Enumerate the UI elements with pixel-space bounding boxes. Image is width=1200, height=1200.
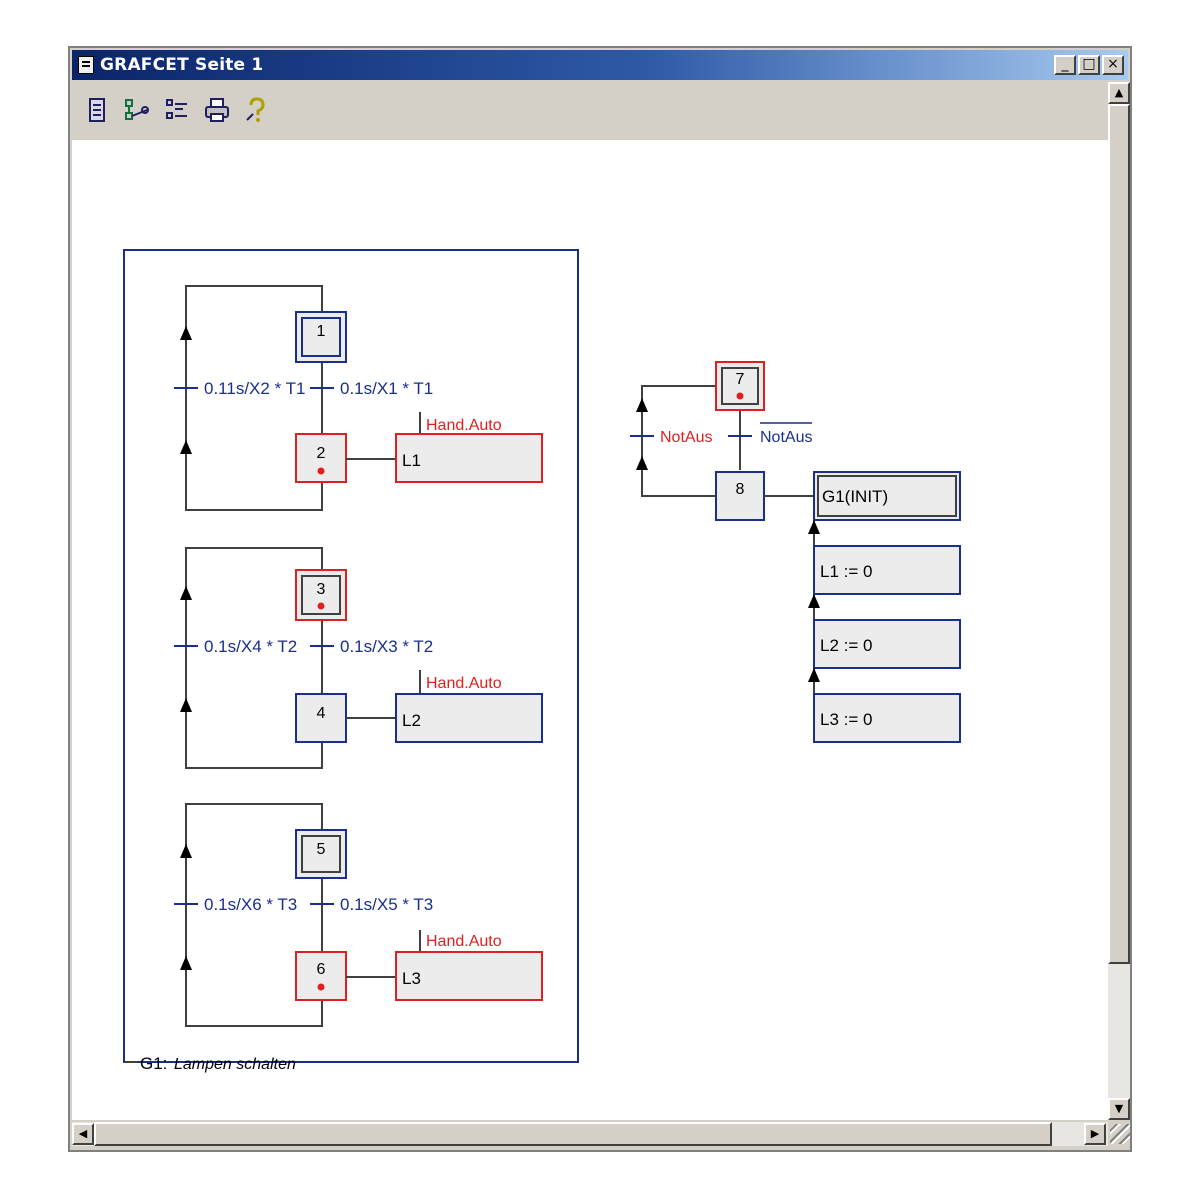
action-condition: Hand.Auto	[426, 417, 502, 434]
action-l3-reset[interactable]: L3 := 0	[813, 693, 961, 743]
close-button[interactable]: ×	[1102, 55, 1124, 75]
svg-text:G1(INIT): G1(INIT)	[822, 487, 888, 506]
list-icon[interactable]	[160, 93, 194, 127]
step-5-initial[interactable]: 5	[295, 829, 347, 879]
app-icon	[78, 56, 94, 74]
active-token	[317, 983, 325, 991]
svg-text:8: 8	[736, 481, 745, 498]
network-icon[interactable]	[120, 93, 154, 127]
scroll-right-button[interactable]: ▶	[1084, 1123, 1106, 1145]
step-2-active[interactable]: 2	[295, 433, 347, 483]
group-frame	[123, 249, 579, 1063]
active-token	[736, 392, 744, 400]
transition-label: 0.1s/X1 * T1	[340, 379, 433, 398]
toolbar	[72, 82, 1128, 138]
sequence-block-2: 0.1s/X4 * T2 0.1s/X3 * T2 3 4 Hand.Auto	[174, 547, 543, 769]
print-icon[interactable]	[200, 93, 234, 127]
transition-label: 0.1s/X5 * T3	[340, 895, 433, 914]
action-l1-reset[interactable]: L1 := 0	[813, 545, 961, 595]
svg-text:2: 2	[317, 445, 326, 462]
step-7-initial-active[interactable]: 7	[715, 361, 765, 411]
active-token	[317, 467, 325, 475]
help-icon[interactable]	[240, 93, 274, 127]
minimize-button[interactable]: _	[1054, 55, 1076, 75]
action-l1[interactable]: L1	[395, 433, 543, 483]
vertical-scrollbar[interactable]: ▲ ▼	[1108, 82, 1130, 1120]
scroll-up-button[interactable]: ▲	[1108, 82, 1130, 104]
transition-label: 0.11s/X2 * T1	[204, 379, 305, 398]
window-title: GRAFCET Seite 1	[100, 55, 264, 75]
vertical-scroll-thumb[interactable]	[1108, 104, 1130, 964]
action-l3[interactable]: L3	[395, 951, 543, 1001]
sequence-block-3: 0.1s/X6 * T3 0.1s/X5 * T3 5 6 Hand.Auto	[174, 803, 543, 1027]
group-label: G1:	[140, 1054, 167, 1073]
horizontal-scroll-thumb[interactable]	[94, 1122, 1052, 1146]
action-condition: Hand.Auto	[426, 675, 502, 692]
active-token	[317, 602, 325, 610]
maximize-button[interactable]: □	[1078, 55, 1100, 75]
emergency-sequence: NotAus NotAus 7 8 G1(INIT)	[630, 361, 961, 743]
resize-grip[interactable]	[1110, 1124, 1130, 1144]
step-3-initial-active[interactable]: 3	[295, 569, 347, 621]
svg-text:4: 4	[317, 705, 326, 722]
step-1-initial[interactable]: 1	[295, 311, 347, 363]
step-8[interactable]: 8	[715, 471, 765, 521]
grafcet-window: GRAFCET Seite 1 _ □ ×	[68, 46, 1132, 1152]
svg-text:L2: L2	[402, 711, 421, 730]
action-condition: Hand.Auto	[426, 933, 502, 950]
svg-text:L3 := 0: L3 := 0	[820, 710, 872, 729]
action-l2-reset[interactable]: L2 := 0	[813, 619, 961, 669]
transition-label: NotAus	[660, 429, 712, 446]
horizontal-scrollbar[interactable]: ◀ ▶	[72, 1122, 1108, 1146]
transition-label: 0.1s/X6 * T3	[204, 895, 297, 914]
step-4[interactable]: 4	[295, 693, 347, 743]
svg-text:5: 5	[317, 841, 326, 858]
sequence-block-1: 0.11s/X2 * T1 0.1s/X1 * T1 1 2 Hand.Auto	[174, 285, 543, 511]
grafcet-diagram: G1: Lampen schalten 0.11s/X2 * T1 0.1s/X…	[123, 249, 961, 1073]
svg-text:L3: L3	[402, 969, 421, 988]
document-icon[interactable]	[80, 93, 114, 127]
group-name: Lampen schalten	[174, 1056, 296, 1073]
scroll-left-button[interactable]: ◀	[72, 1123, 94, 1145]
action-l2[interactable]: L2	[395, 693, 543, 743]
svg-text:L1 := 0: L1 := 0	[820, 562, 872, 581]
svg-text:L1: L1	[402, 451, 421, 470]
window-controls: _ □ ×	[1054, 55, 1124, 75]
svg-text:3: 3	[317, 581, 326, 598]
transition-label: 0.1s/X4 * T2	[204, 637, 297, 656]
svg-text:6: 6	[317, 961, 326, 978]
transition-label: 0.1s/X3 * T2	[340, 637, 433, 656]
step-6-active[interactable]: 6	[295, 951, 347, 1001]
svg-text:7: 7	[736, 371, 745, 388]
scroll-down-button[interactable]: ▼	[1108, 1098, 1130, 1120]
svg-text:1: 1	[317, 323, 326, 340]
svg-text:L2 := 0: L2 := 0	[820, 636, 872, 655]
action-g1-init[interactable]: G1(INIT)	[813, 471, 961, 521]
diagram-canvas[interactable]: G1: Lampen schalten 0.11s/X2 * T1 0.1s/X…	[72, 140, 1108, 1120]
transition-label-negated: NotAus	[760, 429, 812, 446]
title-bar[interactable]: GRAFCET Seite 1 _ □ ×	[72, 50, 1128, 80]
